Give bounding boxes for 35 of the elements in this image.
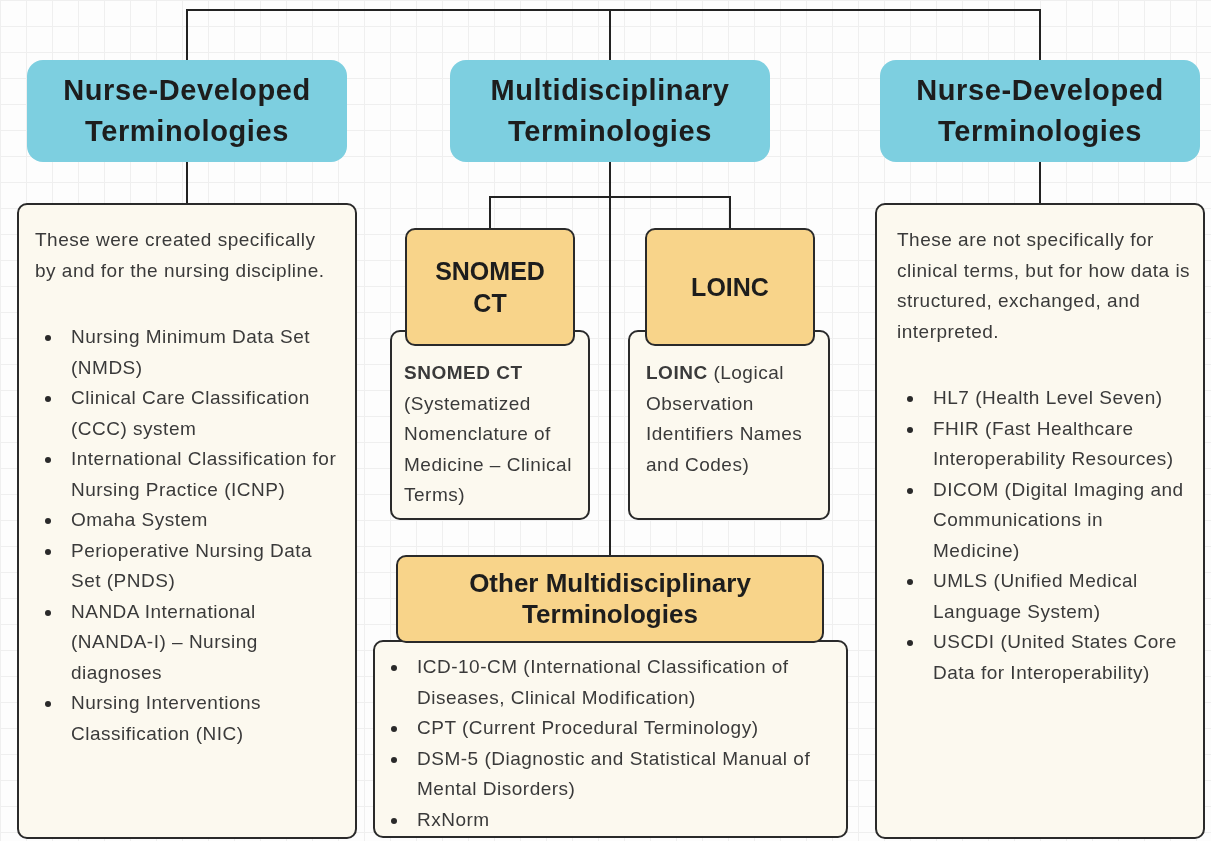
description-card xyxy=(875,203,1205,839)
list-item: RxNorm xyxy=(417,808,490,830)
list-item: UMLS (Unified Medical Language System) xyxy=(933,570,1138,622)
description-card xyxy=(373,640,848,838)
list-item: CPT (Current Procedural Terminology) xyxy=(417,717,759,738)
card-text: SNOMED CT (Systematized Nomenclature of Medicine – Clinical Terms) xyxy=(404,361,573,507)
list-item: NANDA International (NANDA-I) – Nursing diagnoses xyxy=(71,600,258,683)
connector-line xyxy=(186,161,188,204)
connector-line xyxy=(609,9,1041,61)
category-header: Nurse-Developed Terminologies xyxy=(880,60,1200,162)
terminology-header: Other Multidisciplinary Terminologies xyxy=(396,555,824,643)
list-item: Nursing Minimum Data Set (NMDS) xyxy=(71,326,311,378)
connector-line xyxy=(186,9,611,61)
list-item: HL7 (Health Level Seven) xyxy=(933,387,1163,408)
list-item: USCDI (United States Core Data for Interoperability) xyxy=(933,631,1177,683)
list-item: FHIR (Fast Healthcare Interoperability Resources) xyxy=(933,417,1174,469)
list-item: Nursing Interventions Classification (NIC) xyxy=(71,692,262,744)
card-text: LOINC (Logical Observation Identifiers Names and Codes) xyxy=(646,361,804,477)
list-item: ICD-10-CM (International Classification of Diseases, Clinical Modification) xyxy=(417,656,789,708)
list-item: International Classification for Nursing Practice (ICNP) xyxy=(71,448,337,500)
connector-line xyxy=(1039,161,1041,204)
category-header: Nurse-Developed Terminologies xyxy=(27,60,347,162)
card-text: These are not specifically for clinical terms, but for how data is structured, exchanged, and interpreted. xyxy=(897,228,1192,344)
description-card xyxy=(390,330,590,520)
list-item: Omaha System xyxy=(71,509,208,530)
list-item: DICOM (Digital Imaging and Communications in Medicine) xyxy=(933,478,1184,561)
terminology-header: SNOMED CT xyxy=(405,228,575,346)
list-item: DSM-5 (Diagnostic and Statistical Manual of Mental Disorders) xyxy=(417,747,811,799)
terminology-header: LOINC xyxy=(645,228,815,346)
card-text: These were created specifically by and for the nursing discipline. xyxy=(35,228,326,283)
description-card xyxy=(17,203,357,839)
description-card xyxy=(628,330,830,520)
list-item: Perioperative Nursing Data Set (PNDS) xyxy=(71,539,313,591)
category-header: Multidisciplinary Terminologies xyxy=(450,60,770,162)
list-item: Clinical Care Classification (CCC) system xyxy=(71,387,310,439)
